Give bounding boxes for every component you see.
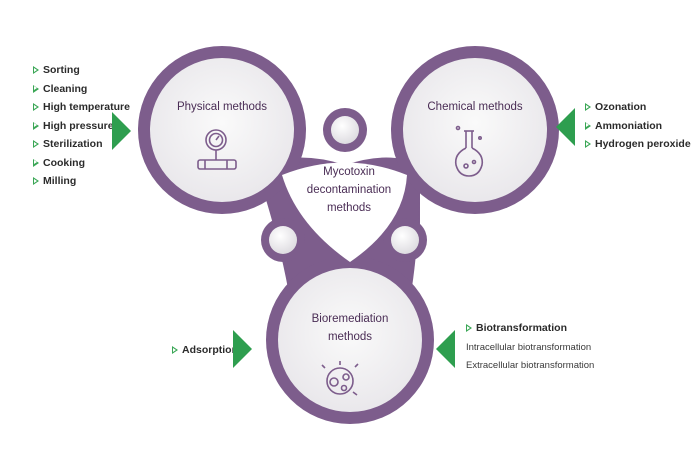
connector-ball-right: [391, 226, 419, 254]
center-label: Mycotoxin decontamination methods: [306, 166, 392, 214]
bullet-icon: [33, 140, 39, 149]
physical-circle: [150, 58, 294, 202]
bioremediation-right-arrow-icon: [436, 330, 455, 368]
list-item: Cooking: [33, 154, 130, 173]
list-item: Extracellular biotransformation: [466, 360, 595, 372]
chemical-methods-label: Chemical methods: [427, 101, 523, 113]
bioremediation-left-list: Adsorption: [172, 341, 238, 360]
chemical-circle: [403, 58, 547, 202]
bullet-icon: [33, 66, 39, 75]
bullet-icon: [33, 158, 39, 167]
bullet-icon: [172, 346, 178, 355]
bullet-icon: [466, 324, 472, 333]
list-item: Ammoniation: [585, 117, 691, 136]
connector-ball-top: [331, 116, 359, 144]
physical-methods-list: Sorting Cleaning High temperature High p…: [33, 61, 130, 191]
bullet-icon: [33, 103, 39, 112]
list-item: Sterilization: [33, 135, 130, 154]
bullet-icon: [33, 121, 39, 130]
bioremediation-methods-label: Bioremediation methods: [311, 313, 389, 343]
list-item: High temperature: [33, 98, 130, 117]
bullet-icon: [585, 103, 591, 112]
list-item: Sorting: [33, 61, 130, 80]
list-item: Ozonation: [585, 98, 691, 117]
flask-icon: [454, 125, 484, 177]
bioremediation-left-arrow-icon: [233, 330, 252, 368]
list-item: Adsorption: [172, 341, 238, 360]
chemical-arrow-icon: [556, 108, 575, 146]
bullet-icon: [585, 140, 591, 149]
list-item: Hydrogen peroxide: [585, 135, 691, 154]
physical-arrow-icon: [112, 112, 131, 150]
list-item: Biotransformation: [466, 319, 567, 338]
bioremediation-right-list: Biotransformation: [466, 319, 567, 338]
bullet-icon: [33, 84, 39, 93]
bullet-icon: [33, 177, 39, 186]
bioremediation-circle: [278, 268, 422, 412]
pressure-gauge-pipe-icon: [197, 129, 237, 170]
list-item: Milling: [33, 172, 130, 191]
connector-ball-left: [269, 226, 297, 254]
bioremediation-sublist: Intracellular biotransformation Extracel…: [466, 338, 594, 375]
list-item: Intracellular biotransformation: [466, 341, 592, 353]
petri-dish-icon: [321, 361, 359, 396]
physical-methods-label: Physical methods: [176, 101, 268, 113]
bullet-icon: [585, 121, 591, 130]
center-area: [282, 162, 407, 262]
list-item: Cleaning: [33, 80, 130, 99]
list-item: High pressure: [33, 117, 130, 136]
chemical-methods-list: Ozonation Ammoniation Hydrogen peroxide: [585, 98, 691, 154]
